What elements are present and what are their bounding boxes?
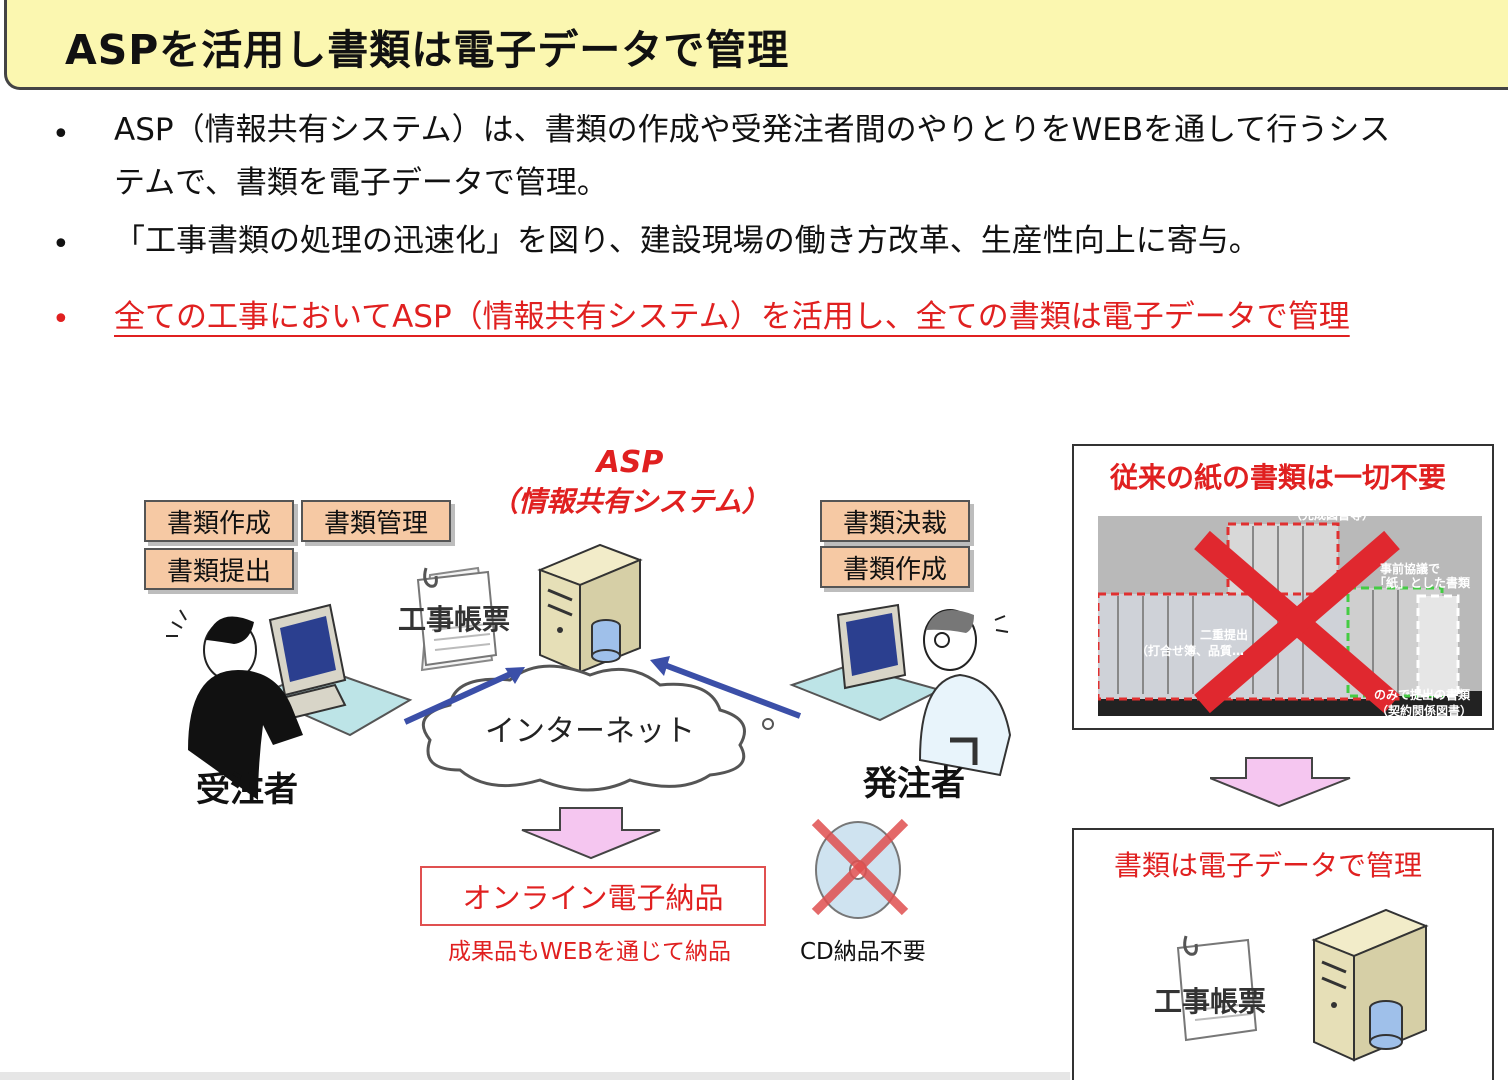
- digital-panel-title: 書類は電子データで管理: [1114, 849, 1423, 882]
- photo-caption-7: のみで提出の書類: [1374, 688, 1471, 702]
- tag-document-submit: 書類提出: [144, 548, 294, 590]
- digital-document-label: 工事帳票: [1154, 985, 1267, 1018]
- bullet-1-line1: ASP（情報共有システム）は、書類の作成や受発注者間のやりとりをWEBを通して行…: [114, 112, 1391, 148]
- bullet-2-text: 「工事書類の処理の迅速化」を図り、建設現場の働き方改革、生産性向上に寄与。: [114, 223, 1260, 259]
- tag-document-approve: 書類決裁: [820, 500, 970, 542]
- down-arrow-right: [1210, 757, 1351, 808]
- server-icon: [537, 543, 643, 674]
- photo-caption-1: 紙と電子両方で提出の書類: [1250, 494, 1395, 508]
- tag-document-create: 書類作成: [144, 500, 294, 542]
- online-delivery-box: オンライン電子納品: [420, 866, 766, 926]
- bullet-marker-3: •: [52, 302, 70, 337]
- orderer-label: 発注者: [863, 764, 965, 804]
- photo-caption-3: 事前協議で: [1380, 562, 1441, 576]
- document-icon-small: [1176, 935, 1258, 1042]
- bullet-1-line2: テムで、書類を電子データで管理。: [114, 165, 608, 201]
- digital-management-panel: 書類は電子データで管理 工事帳票: [1072, 828, 1494, 1080]
- bullet-marker-2: •: [52, 227, 70, 262]
- server-icon-small: [1311, 908, 1429, 1062]
- internet-cloud: [421, 664, 774, 792]
- photo-caption-2: （完成図書等）: [1290, 508, 1375, 522]
- photo-caption-6: （打合せ簿、品質…: [1136, 644, 1245, 658]
- bullet-marker-1: •: [52, 117, 70, 152]
- cd-crossed-icon: [811, 818, 909, 919]
- online-delivery-label: オンライン電子納品: [462, 881, 724, 915]
- down-arrow-center: [521, 807, 661, 860]
- contractor-label: 受注者: [196, 770, 298, 810]
- paper-panel-title: 従来の紙の書類は一切不要: [1110, 461, 1447, 494]
- internet-label: インターネット: [485, 714, 695, 749]
- online-delivery-note: 成果品もWEBを通じて納品: [448, 939, 732, 965]
- paper-documents-panel: 従来の紙の書類は一切不要 紙と電子両方で提出の書類 （完成図書等） 事前協議で …: [1072, 444, 1494, 730]
- asp-title: ASP: [596, 445, 664, 480]
- bottom-strip: [0, 1072, 1070, 1080]
- title-bar: ASPを活用し書類は電子データで管理: [4, 0, 1508, 90]
- upload-arrow-left: [403, 669, 517, 725]
- tag-document-manage: 書類管理: [301, 500, 451, 542]
- orderer-figure: [789, 603, 1012, 777]
- upload-arrow-right: [660, 661, 802, 719]
- photo-caption-5: 二重提出: [1200, 628, 1249, 642]
- contractor-figure: [166, 603, 413, 800]
- page-title: ASPを活用し書類は電子データで管理: [65, 26, 790, 74]
- cd-note: CD納品不要: [800, 939, 926, 965]
- document-icon: [416, 566, 498, 672]
- document-label: 工事帳票: [398, 603, 511, 636]
- binders-photo: [1098, 516, 1482, 716]
- photo-caption-8: （契約関係図書）: [1376, 704, 1473, 718]
- digital-icons: [1176, 908, 1429, 1062]
- photo-caption-4: 「紙」とした書類: [1374, 576, 1471, 590]
- asp-subtitle: （情報共有システム）: [490, 485, 770, 518]
- tag-document-create-orderer: 書類作成: [820, 546, 970, 588]
- bullet-3-text: 全ての工事においてASP（情報共有システム）を活用し、全ての書類は電子データで管…: [114, 299, 1350, 335]
